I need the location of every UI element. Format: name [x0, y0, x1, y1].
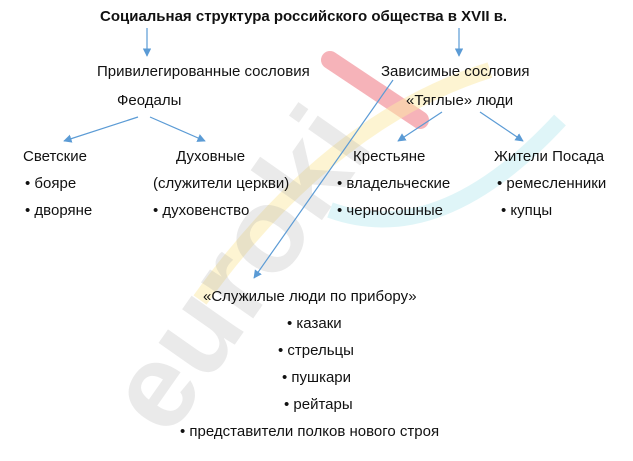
- arrow-tyaglye-to-townspeople: [479, 111, 524, 142]
- tyaglye-label: «Тяглые» люди: [406, 92, 514, 109]
- service-item-gunners: • пушкари: [282, 369, 352, 386]
- arrow-dependent-to-service: [253, 79, 394, 279]
- privileged-estates-label: Привилегированные сословия: [97, 63, 310, 80]
- service-item-new-order-regiments: • представители полков нового строя: [180, 423, 440, 440]
- clergy-item: • духовенство: [153, 202, 250, 219]
- peasants-item-state: • черносошные: [337, 202, 443, 219]
- service-item-reiters: • рейтары: [284, 396, 353, 413]
- townspeople-label: Жители Посада: [494, 148, 605, 165]
- secular-item-boyars: • бояре: [25, 175, 77, 192]
- arrow-feudals-to-clergy: [149, 116, 206, 142]
- diagram-title: Социальная структура российского обществ…: [100, 8, 508, 25]
- clergy-label: Духовные: [176, 148, 246, 165]
- peasants-item-owned: • владельческие: [337, 175, 451, 192]
- service-item-streltsy: • стрельцы: [278, 342, 354, 359]
- service-item-cossacks: • казаки: [287, 315, 342, 332]
- service-people-label: «Служилые люди по прибору»: [203, 288, 417, 305]
- dependent-estates-label: Зависимые сословия: [381, 63, 530, 80]
- peasants-label: Крестьяне: [353, 148, 426, 165]
- arrow-feudals-to-secular: [63, 116, 139, 143]
- arrow-tyaglye-to-peasants: [397, 111, 443, 142]
- clergy-sublabel: (служители церкви): [153, 175, 290, 192]
- secular-item-nobles: • дворяне: [25, 202, 93, 219]
- townspeople-item-merchants: • купцы: [501, 202, 553, 219]
- feudals-label: Феодалы: [117, 92, 182, 109]
- secular-label: Светские: [23, 148, 87, 165]
- townspeople-item-artisans: • ремесленники: [497, 175, 607, 192]
